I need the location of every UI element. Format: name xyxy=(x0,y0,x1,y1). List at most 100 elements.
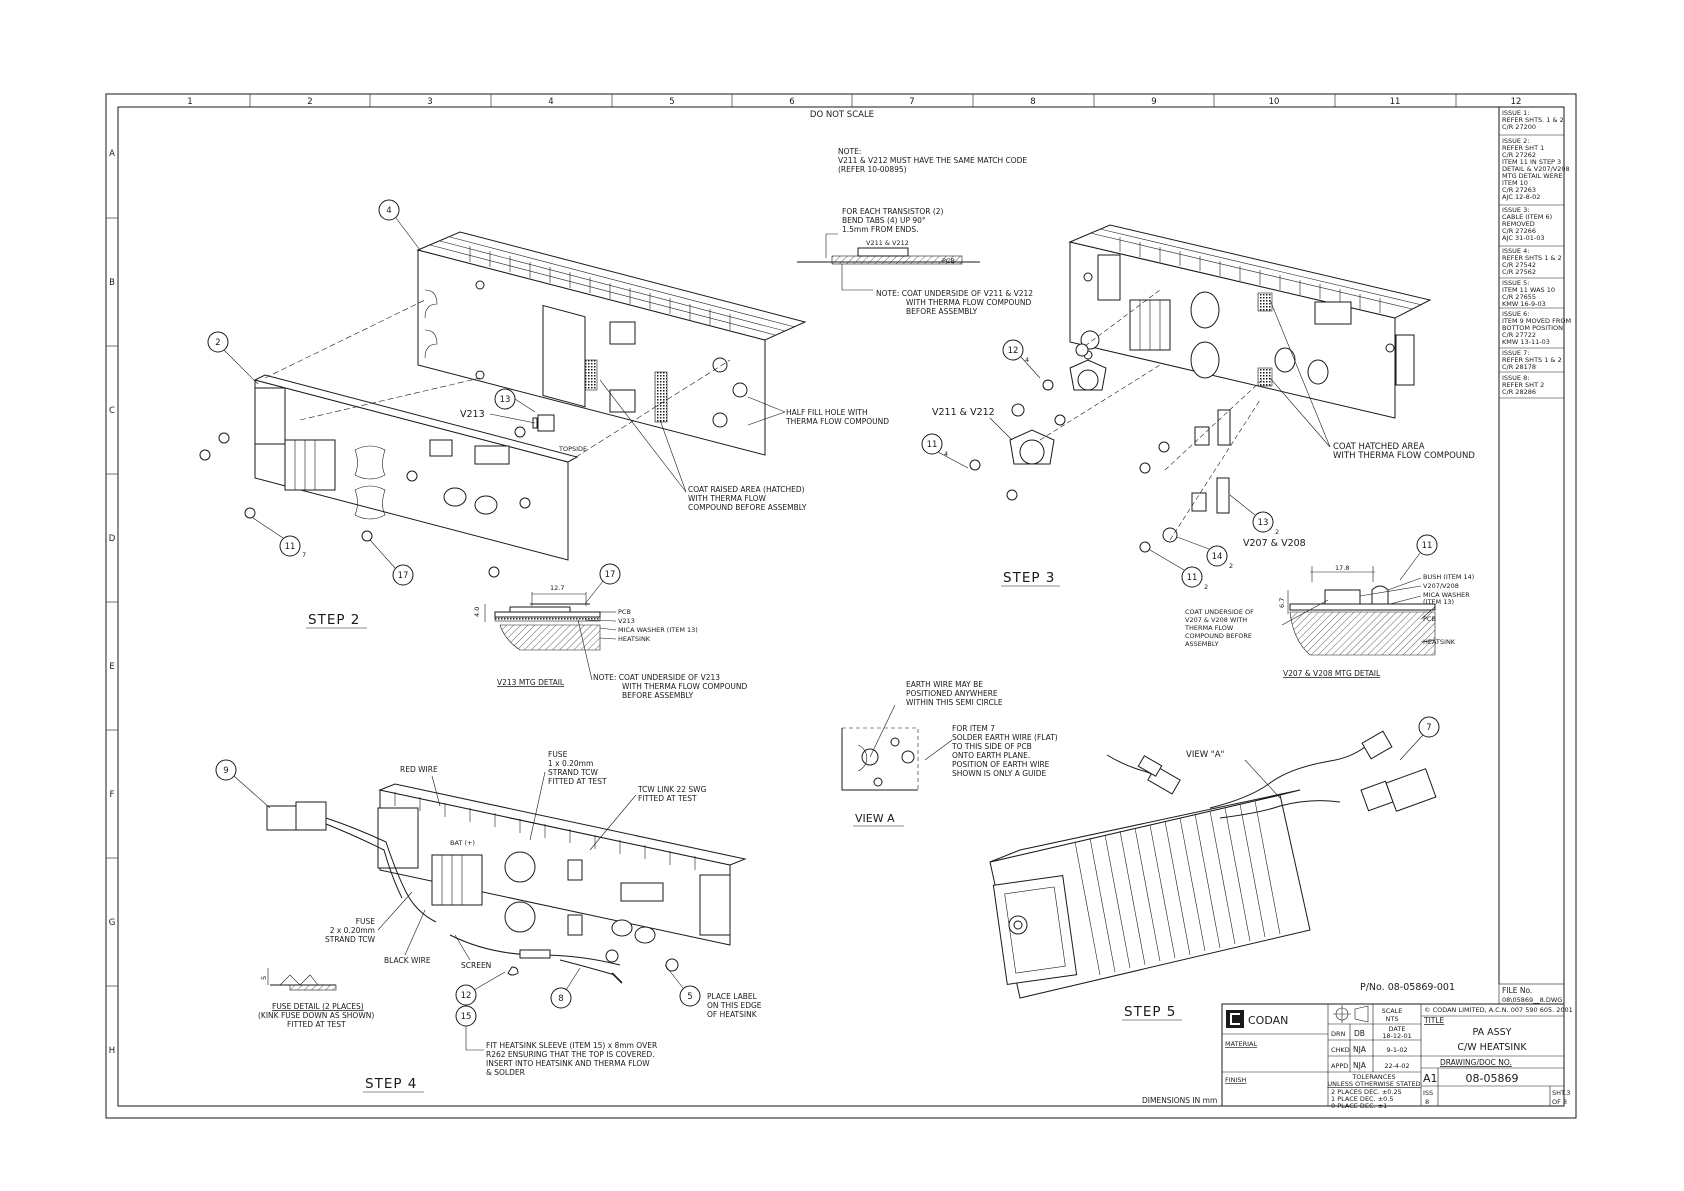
balloon-11: 11 xyxy=(285,542,296,552)
v213-label-v213: V213 xyxy=(618,617,635,625)
svg-text:ISSUE 8:: ISSUE 8: xyxy=(1502,374,1529,382)
part-number: P/No. 08-05869-001 xyxy=(1360,982,1455,993)
balloon-17: 17 xyxy=(398,571,409,581)
step3-balloon-13-qty: 2 xyxy=(1275,528,1279,536)
svg-text:C/R 27722: C/R 27722 xyxy=(1502,331,1536,339)
svg-text:C/R 27542: C/R 27542 xyxy=(1502,261,1536,269)
svg-text:& SOLDER: & SOLDER xyxy=(486,1068,525,1077)
fuse-note: FUSE 1 x 0.20mm STRAND TCW FITTED AT TES… xyxy=(548,750,607,786)
svg-text:FIT HEATSINK SLEEVE (ITEM 15): FIT HEATSINK SLEEVE (ITEM 15) x 8mm OVER xyxy=(486,1041,657,1050)
svg-text:C/R 28286: C/R 28286 xyxy=(1502,388,1536,396)
step4-balloon-15: 15 xyxy=(461,1012,472,1022)
date-label: DATE xyxy=(1389,1025,1406,1033)
issue-6: ISSUE 6: ITEM 9 MOVED FROM BOTTOM POSITI… xyxy=(1502,310,1571,346)
column-zone-dividers xyxy=(249,94,1457,107)
balloon-11-qty: 7 xyxy=(302,551,306,559)
col-label-1: 1 xyxy=(187,97,192,107)
col-label-10: 10 xyxy=(1269,97,1280,107)
svg-text:ISSUE 3:: ISSUE 3: xyxy=(1502,206,1529,214)
svg-text:REMOVED: REMOVED xyxy=(1502,220,1535,228)
fuse-detail-dim: 5 xyxy=(260,976,268,980)
svg-text:EARTH WIRE MAY BE: EARTH WIRE MAY BE xyxy=(906,680,983,689)
v207-label-heatsink: HEATSINK xyxy=(1423,638,1456,646)
svg-text:2 x 0.20mm: 2 x 0.20mm xyxy=(330,926,375,935)
v213-note-3: BEFORE ASSEMBLY xyxy=(622,691,694,700)
svg-text:HALF FILL HOLE WITH: HALF FILL HOLE WITH xyxy=(786,408,868,417)
v213-label-pcb: PCB xyxy=(618,608,631,616)
step5-balloons: 7 xyxy=(1399,716,1440,761)
appd-by: NJA xyxy=(1353,1061,1367,1070)
title-line-2: C/W HEATSINK xyxy=(1457,1042,1527,1053)
svg-text:ISSUE 4:: ISSUE 4: xyxy=(1502,247,1529,255)
svg-text:FOR EACH TRANSISTOR (2): FOR EACH TRANSISTOR (2) xyxy=(842,207,944,216)
v211-v212-label: V211 & V212 xyxy=(932,407,995,418)
svg-text:1 x 0.20mm: 1 x 0.20mm xyxy=(548,759,593,768)
step4-balloon-8: 8 xyxy=(558,994,563,1004)
row-labels: A B C D E F G H xyxy=(109,149,116,1056)
scale-value: NTS xyxy=(1386,1015,1399,1023)
issue-2: ISSUE 2: REFER SHT 1 C/R 27262 ITEM 11 I… xyxy=(1502,137,1570,201)
material-label: MATERIAL xyxy=(1225,1040,1258,1048)
svg-text:DETAIL & V207/V208: DETAIL & V207/V208 xyxy=(1502,165,1570,173)
svg-text:COAT HATCHED AREA: COAT HATCHED AREA xyxy=(1333,442,1425,452)
chkd-label: CHKD xyxy=(1331,1046,1350,1054)
step2-label: STEP 2 xyxy=(308,612,360,628)
sheet-number: SHT.3 xyxy=(1552,1089,1570,1097)
svg-text:KMW 13-11-03: KMW 13-11-03 xyxy=(1502,338,1550,346)
view-a-callout: VIEW "A" xyxy=(1186,750,1225,760)
svg-text:POSITION OF EARTH WIRE: POSITION OF EARTH WIRE xyxy=(952,760,1050,769)
step3-balloon-11b-qty: 2 xyxy=(1204,583,1208,591)
col-label-12: 12 xyxy=(1511,97,1522,107)
company-name: CODAN xyxy=(1248,1014,1288,1027)
view-a-label: VIEW A xyxy=(855,812,895,825)
col-label-8: 8 xyxy=(1030,97,1035,107)
svg-text:OF HEATSINK: OF HEATSINK xyxy=(707,1010,758,1019)
appd-label: APPD xyxy=(1331,1062,1348,1070)
svg-text:FUSE: FUSE xyxy=(548,750,568,759)
item7-note: FOR ITEM 7 SOLDER EARTH WIRE (FLAT) TO T… xyxy=(951,724,1058,778)
step3-label: STEP 3 xyxy=(1003,570,1055,586)
v213-label-mica: MICA WASHER (ITEM 13) xyxy=(618,626,698,634)
step3-balloon-11c: 11 xyxy=(1422,541,1433,551)
row-label-h: H xyxy=(109,1046,115,1056)
v207-coat-5: ASSEMBLY xyxy=(1185,640,1219,648)
drn-by: DB xyxy=(1354,1029,1365,1038)
v213-label: V213 xyxy=(460,409,485,420)
v213-balloon-17: 17 xyxy=(605,570,616,580)
step3-balloon-11b: 11 xyxy=(1187,573,1198,583)
step3-balloon-12-qty: 4 xyxy=(1025,356,1029,364)
svg-text:ISSUE 2:: ISSUE 2: xyxy=(1502,137,1529,145)
row-label-e: E xyxy=(109,662,114,672)
drn-date: 18-12-01 xyxy=(1382,1032,1412,1040)
scale-label: SCALE xyxy=(1382,1007,1403,1015)
step3-balloon-13: 13 xyxy=(1258,518,1269,528)
step4-balloon-9: 9 xyxy=(223,766,228,776)
svg-text:AJC 12-8-02: AJC 12-8-02 xyxy=(1502,193,1540,201)
row-label-a: A xyxy=(109,149,115,159)
issue-revision-column xyxy=(1498,107,1564,984)
file-no-value: 08\05869__8.DWG xyxy=(1502,996,1562,1004)
v207-label-bush: BUSH (ITEM 14) xyxy=(1423,573,1474,581)
balloon-4: 4 xyxy=(386,206,391,216)
svg-text:C/R 27655: C/R 27655 xyxy=(1502,293,1536,301)
title-block xyxy=(1221,983,1565,1107)
v213-dim-height: 4.0 xyxy=(473,607,481,617)
svg-text:V211 & V212 MUST HAVE THE SAME: V211 & V212 MUST HAVE THE SAME MATCH COD… xyxy=(838,156,1027,165)
svg-text:ITEM 11 WAS 10: ITEM 11 WAS 10 xyxy=(1502,286,1555,294)
col-label-9: 9 xyxy=(1151,97,1156,107)
view-a-detail: VIEW A xyxy=(841,704,953,827)
svg-text:REFER SHT 2: REFER SHT 2 xyxy=(1502,381,1544,389)
step5-assembly-drawing xyxy=(989,730,1437,999)
chkd-by: NJA xyxy=(1353,1045,1367,1054)
bend-tabs-detail: V211 & V212 PCB xyxy=(797,233,980,291)
title-label: TITLE xyxy=(1423,1016,1445,1025)
issue-5: ISSUE 5: ITEM 11 WAS 10 C/R 27655 KMW 16… xyxy=(1502,279,1555,308)
screen-label: SCREEN xyxy=(461,961,491,970)
step3-balloon-12: 12 xyxy=(1008,346,1019,356)
column-labels: 1 2 3 4 5 6 7 8 9 10 11 12 xyxy=(187,97,1521,107)
fuse-detail-fitted: FITTED AT TEST xyxy=(287,1020,346,1029)
svg-text:WITH THERMA FLOW: WITH THERMA FLOW xyxy=(688,494,767,503)
v213-detail-title: V213 MTG DETAIL xyxy=(497,678,565,687)
svg-text:BEFORE ASSEMBLY: BEFORE ASSEMBLY xyxy=(906,307,978,316)
